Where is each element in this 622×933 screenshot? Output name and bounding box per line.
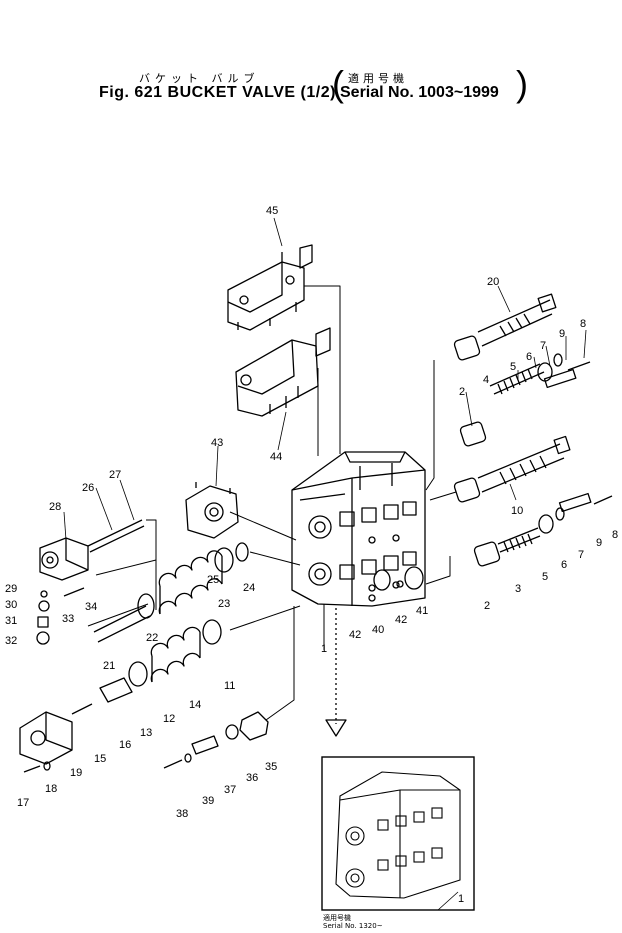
lower-spool-parts (473, 492, 613, 567)
label-4: 4 (483, 374, 489, 386)
label-5b: 5 (542, 571, 548, 583)
label-24: 24 (243, 582, 255, 594)
label-20: 20 (487, 276, 499, 288)
title-japanese: バケット バルブ (139, 72, 260, 85)
inset-serial-note: 適用号機 Serial No. 1320~ (323, 914, 383, 930)
label-26: 26 (82, 482, 94, 494)
part-18-washer (43, 761, 51, 771)
label-8a: 8 (580, 318, 586, 330)
label-1-inset: 1 (458, 893, 464, 905)
label-25: 25 (207, 574, 219, 586)
label-13: 13 (140, 727, 152, 739)
upper-spool-parts (453, 293, 591, 503)
label-22: 22 (146, 632, 158, 644)
part-41-oring (404, 566, 424, 590)
paren-open: ( (332, 63, 344, 104)
label-17: 17 (17, 797, 29, 809)
label-3: 3 (515, 583, 521, 595)
label-18: 18 (45, 783, 57, 795)
part-19-drawing (19, 711, 73, 765)
label-7a: 7 (540, 340, 546, 352)
part-17-bolt (23, 765, 41, 773)
label-40: 40 (372, 624, 384, 636)
inset-view (321, 756, 475, 911)
serial-range: Serial No. 1003~1999 (340, 84, 499, 101)
label-11: 11 (224, 680, 235, 692)
part-31-spring (37, 616, 49, 628)
label-9b: 9 (596, 537, 602, 549)
part-42b-oring (396, 580, 404, 588)
lower-cover-parts (163, 711, 269, 769)
label-21: 21 (103, 660, 115, 672)
label-6a: 6 (526, 351, 532, 363)
part-44-drawing (235, 327, 331, 417)
part-13-spacer (99, 677, 133, 703)
label-41: 41 (416, 605, 428, 617)
part-labels: 45 44 43 20 8 9 7 6 5 4 2 10 8 9 7 6 5 3… (5, 205, 618, 905)
part-11-retainer (202, 619, 222, 645)
label-15: 15 (94, 753, 106, 765)
part-26-bolt (87, 519, 145, 553)
part-43-drawing (185, 482, 239, 539)
label-36: 36 (246, 772, 258, 784)
label-5a: 5 (510, 361, 516, 373)
label-2b: 2 (484, 600, 490, 612)
figure-title: Fig. 621 BUCKET VALVE (1/2) (99, 84, 336, 101)
label-45: 45 (266, 205, 278, 217)
part-40-oring (373, 569, 391, 591)
guide-lines (87, 285, 457, 721)
label-16: 16 (119, 739, 131, 751)
label-33: 33 (62, 613, 74, 625)
label-7b: 7 (578, 549, 584, 561)
label-32: 32 (5, 635, 17, 647)
part-21-spool (93, 605, 151, 643)
part-30-seat (38, 600, 50, 612)
label-2a: 2 (459, 386, 465, 398)
label-10: 10 (511, 505, 523, 517)
label-6b: 6 (561, 559, 567, 571)
part-12-washer (128, 661, 148, 687)
valve-body-drawing (291, 451, 426, 607)
part-29-ball (40, 590, 48, 598)
label-30: 30 (5, 599, 17, 611)
part-32-plug (36, 631, 50, 645)
label-39: 39 (202, 795, 214, 807)
part-33-bolt (63, 587, 85, 597)
label-23: 23 (218, 598, 230, 610)
label-42b: 42 (349, 629, 361, 641)
label-28: 28 (49, 501, 61, 513)
label-31: 31 (5, 615, 17, 627)
spring-14-drawing (150, 626, 201, 683)
label-34: 34 (85, 601, 97, 613)
paren-close: ) (516, 63, 528, 104)
leader-lines (63, 217, 587, 911)
arrow-head (325, 719, 347, 737)
label-19: 19 (70, 767, 82, 779)
serial-japanese: 適用号機 (348, 72, 408, 85)
label-35: 35 (265, 761, 277, 773)
label-12: 12 (163, 713, 175, 725)
part-45-drawing (227, 244, 313, 331)
label-44: 44 (270, 451, 282, 463)
label-38: 38 (176, 808, 188, 820)
label-8b: 8 (612, 529, 618, 541)
part-24-seat (235, 542, 249, 562)
label-29: 29 (5, 583, 17, 595)
part-23-retainer (214, 547, 234, 573)
part-42-oring (368, 594, 376, 602)
label-1: 1 (321, 643, 327, 655)
label-42a: 42 (395, 614, 407, 626)
part-15-bolt (71, 703, 93, 715)
label-27: 27 (109, 469, 121, 481)
label-14: 14 (189, 699, 201, 711)
inset-serial-jp: 適用号機 (323, 914, 351, 922)
label-9a: 9 (559, 328, 565, 340)
spring-25-drawing (158, 550, 223, 615)
part-28-drawing (39, 537, 89, 581)
label-37: 37 (224, 784, 236, 796)
inset-serial-text: Serial No. 1320~ (323, 922, 383, 930)
label-43: 43 (211, 437, 223, 449)
